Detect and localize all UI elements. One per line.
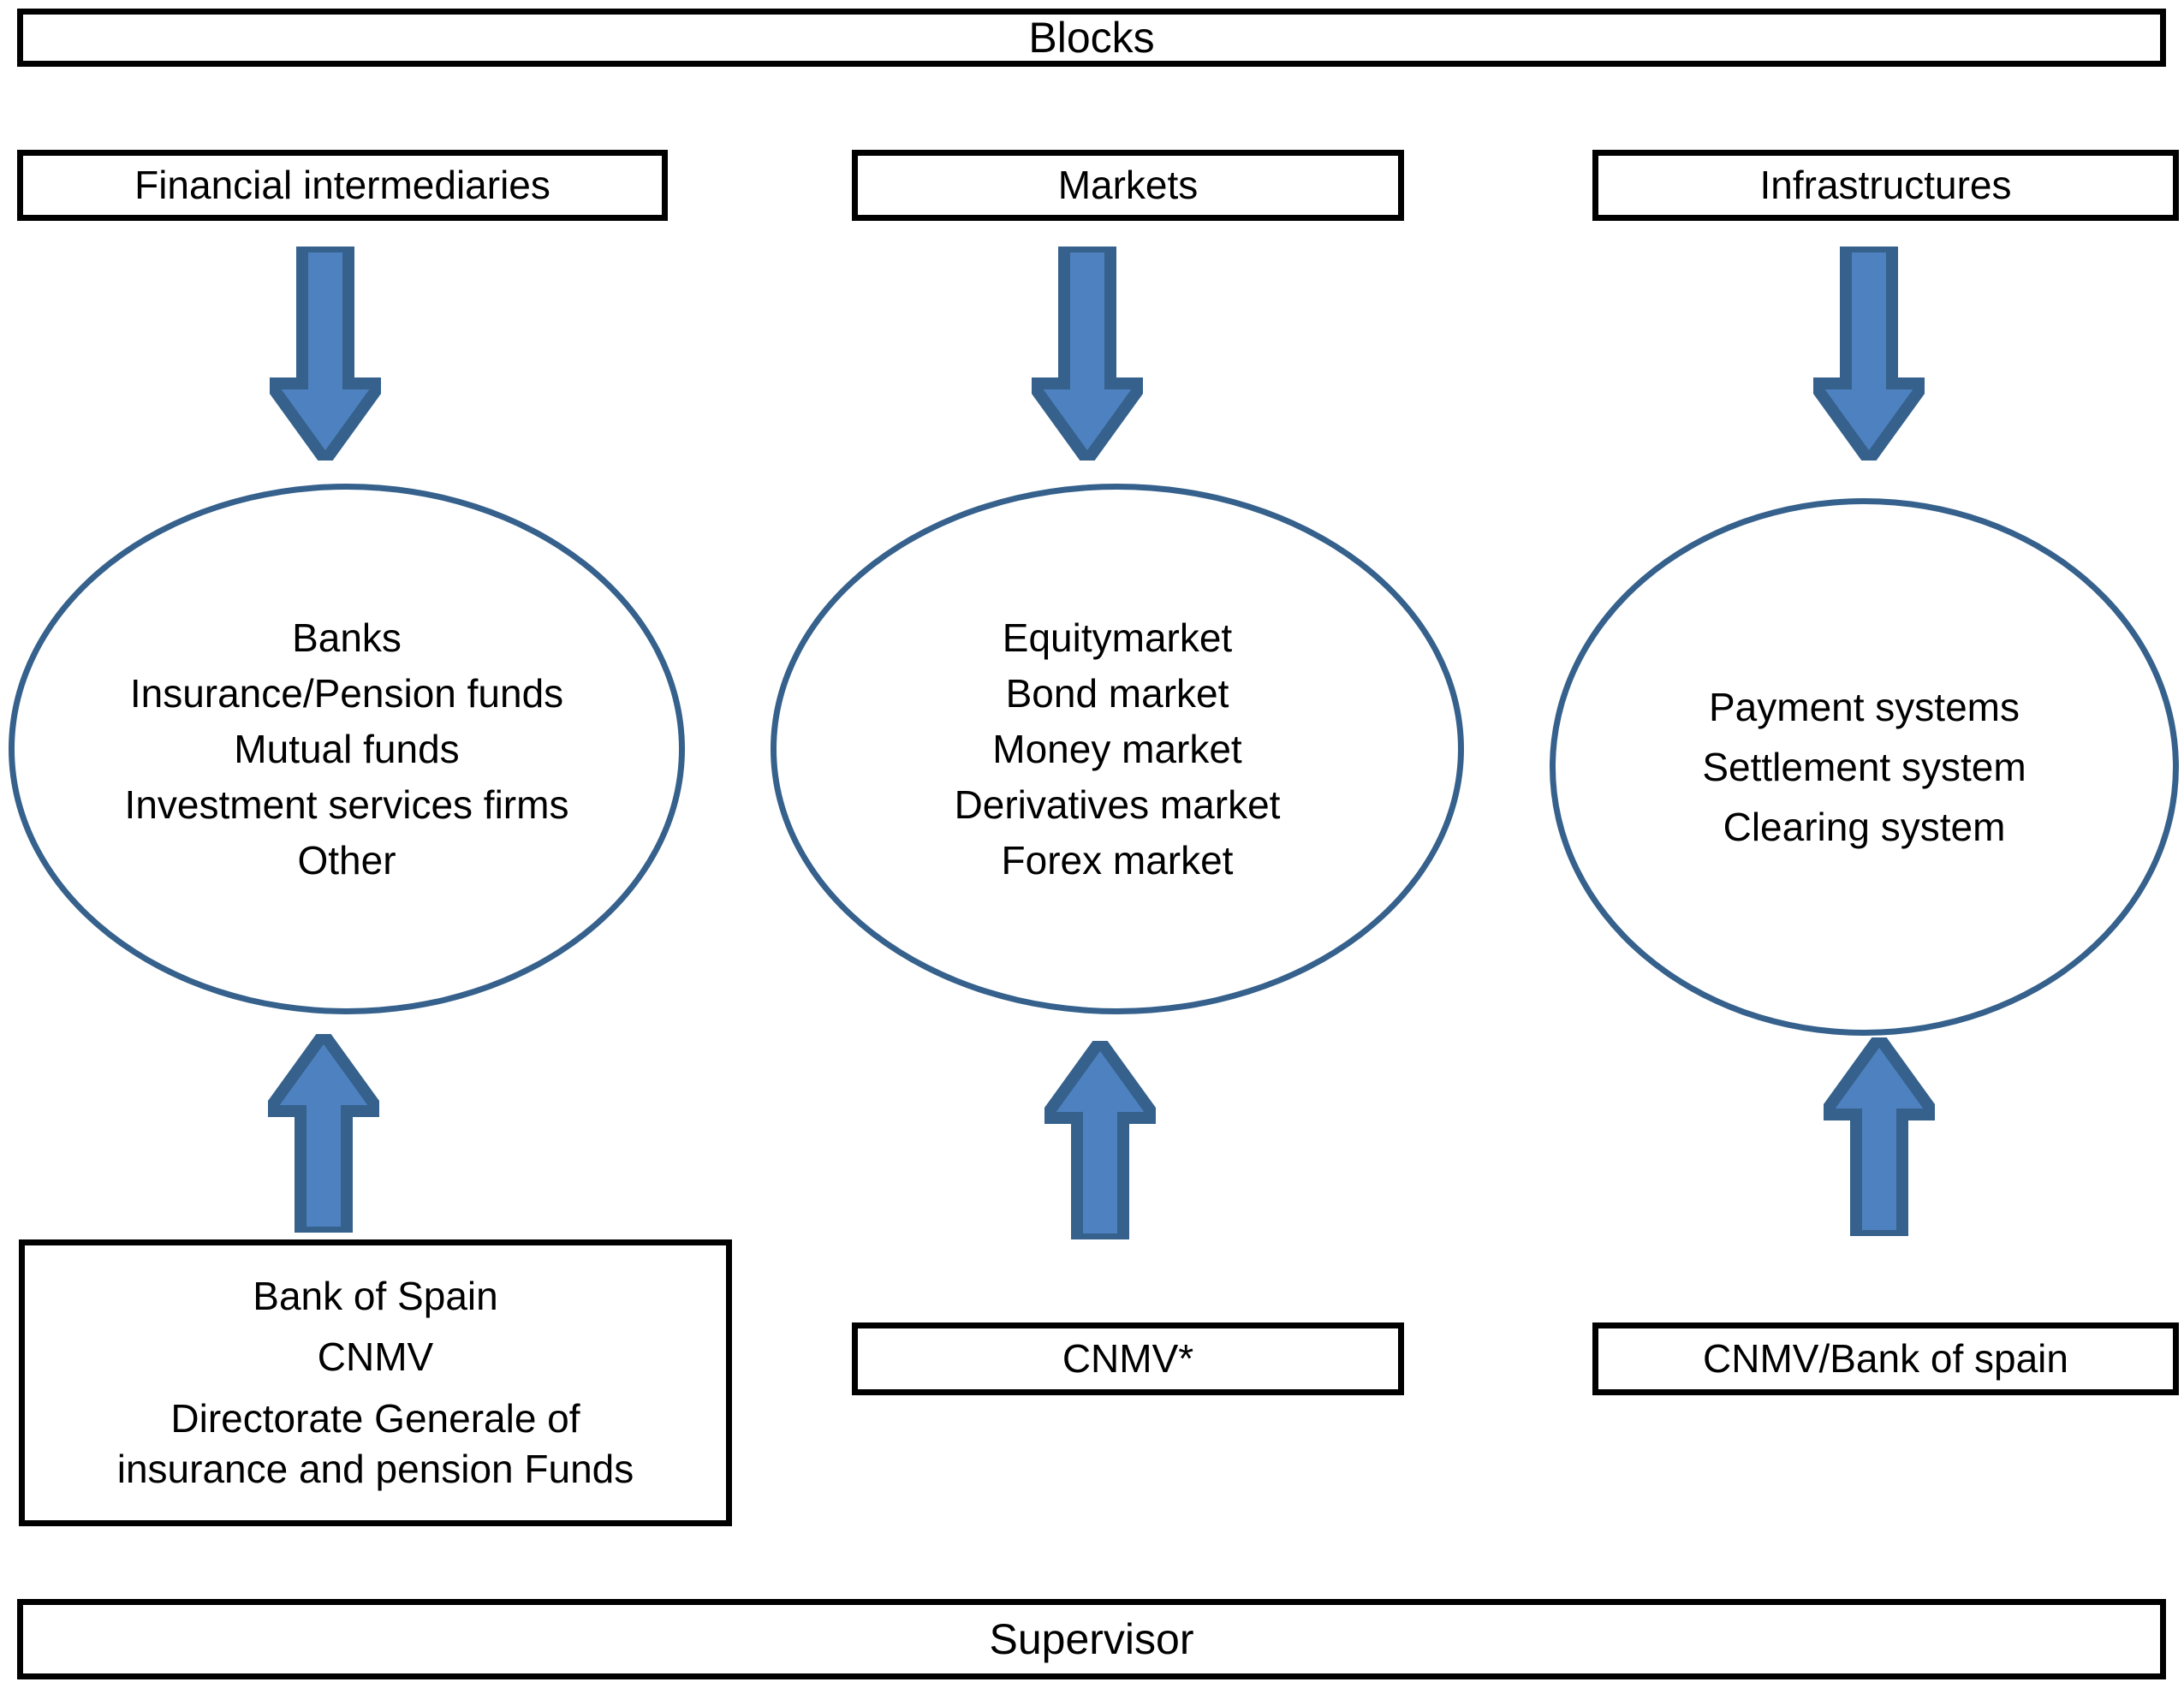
- ellipse-item: Banks: [292, 615, 402, 660]
- supervisor-item: Bank of Spain: [253, 1273, 498, 1318]
- ellipse-item: Derivatives market: [954, 782, 1281, 827]
- supervisor-footer-label: Supervisor: [989, 1614, 1194, 1663]
- supervisor-item: insurance and pension Funds: [116, 1447, 634, 1491]
- ellipse-item: Other: [297, 838, 396, 883]
- ellipse-item: Investment services firms: [124, 782, 569, 827]
- supervisor-item: CNMV/Bank of spain: [1703, 1335, 2068, 1381]
- supervisor-item: CNMV*: [1062, 1335, 1194, 1381]
- down-arrow-financial-intermediaries: [270, 247, 381, 461]
- blocks-header-label: Blocks: [1028, 13, 1155, 62]
- ellipse-item: Forex market: [1001, 838, 1234, 883]
- block-label-financial-intermediaries: Financial intermediaries: [134, 162, 550, 207]
- ellipse-financial-intermediaries: Banks Insurance/Pension funds Mutual fun…: [9, 484, 685, 1014]
- ellipse-item: Settlement system: [1702, 745, 2026, 789]
- down-arrow-infrastructures: [1813, 247, 1925, 461]
- supervisor-box-infrastructures: CNMV/Bank of spain: [1592, 1322, 2179, 1395]
- down-arrow-markets: [1032, 247, 1143, 461]
- ellipse-item: Clearing system: [1723, 805, 2006, 849]
- ellipse-item: Equitymarket: [1002, 615, 1233, 660]
- supervisor-box-financial-intermediaries: Bank of Spain CNMV Directorate Generale …: [19, 1239, 732, 1526]
- up-arrow-financial-intermediaries: [268, 1034, 379, 1233]
- supervisor-item: CNMV: [317, 1334, 434, 1379]
- block-label-markets: Markets: [1057, 162, 1199, 207]
- ellipse-item: Mutual funds: [234, 727, 460, 771]
- blocks-header-box: Blocks: [17, 9, 2166, 67]
- up-arrow-infrastructures: [1824, 1037, 1935, 1236]
- ellipse-markets: Equitymarket Bond market Money market De…: [771, 484, 1464, 1014]
- supervisor-box-markets: CNMV*: [852, 1322, 1404, 1395]
- supervisor-item: Directorate Generale of: [170, 1395, 580, 1441]
- ellipse-item: Bond market: [1005, 671, 1229, 716]
- ellipse-item: Money market: [992, 727, 1242, 771]
- block-label-infrastructures: Infrastructures: [1759, 162, 2012, 207]
- supervisor-footer-box: Supervisor: [17, 1599, 2166, 1679]
- block-box-infrastructures: Infrastructures: [1592, 150, 2179, 221]
- up-arrow-markets: [1044, 1041, 1156, 1239]
- ellipse-item: Insurance/Pension funds: [129, 671, 564, 716]
- ellipse-infrastructures: Payment systems Settlement system Cleari…: [1550, 498, 2179, 1036]
- ellipse-item: Payment systems: [1709, 685, 2020, 729]
- block-box-financial-intermediaries: Financial intermediaries: [17, 150, 668, 221]
- block-box-markets: Markets: [852, 150, 1404, 221]
